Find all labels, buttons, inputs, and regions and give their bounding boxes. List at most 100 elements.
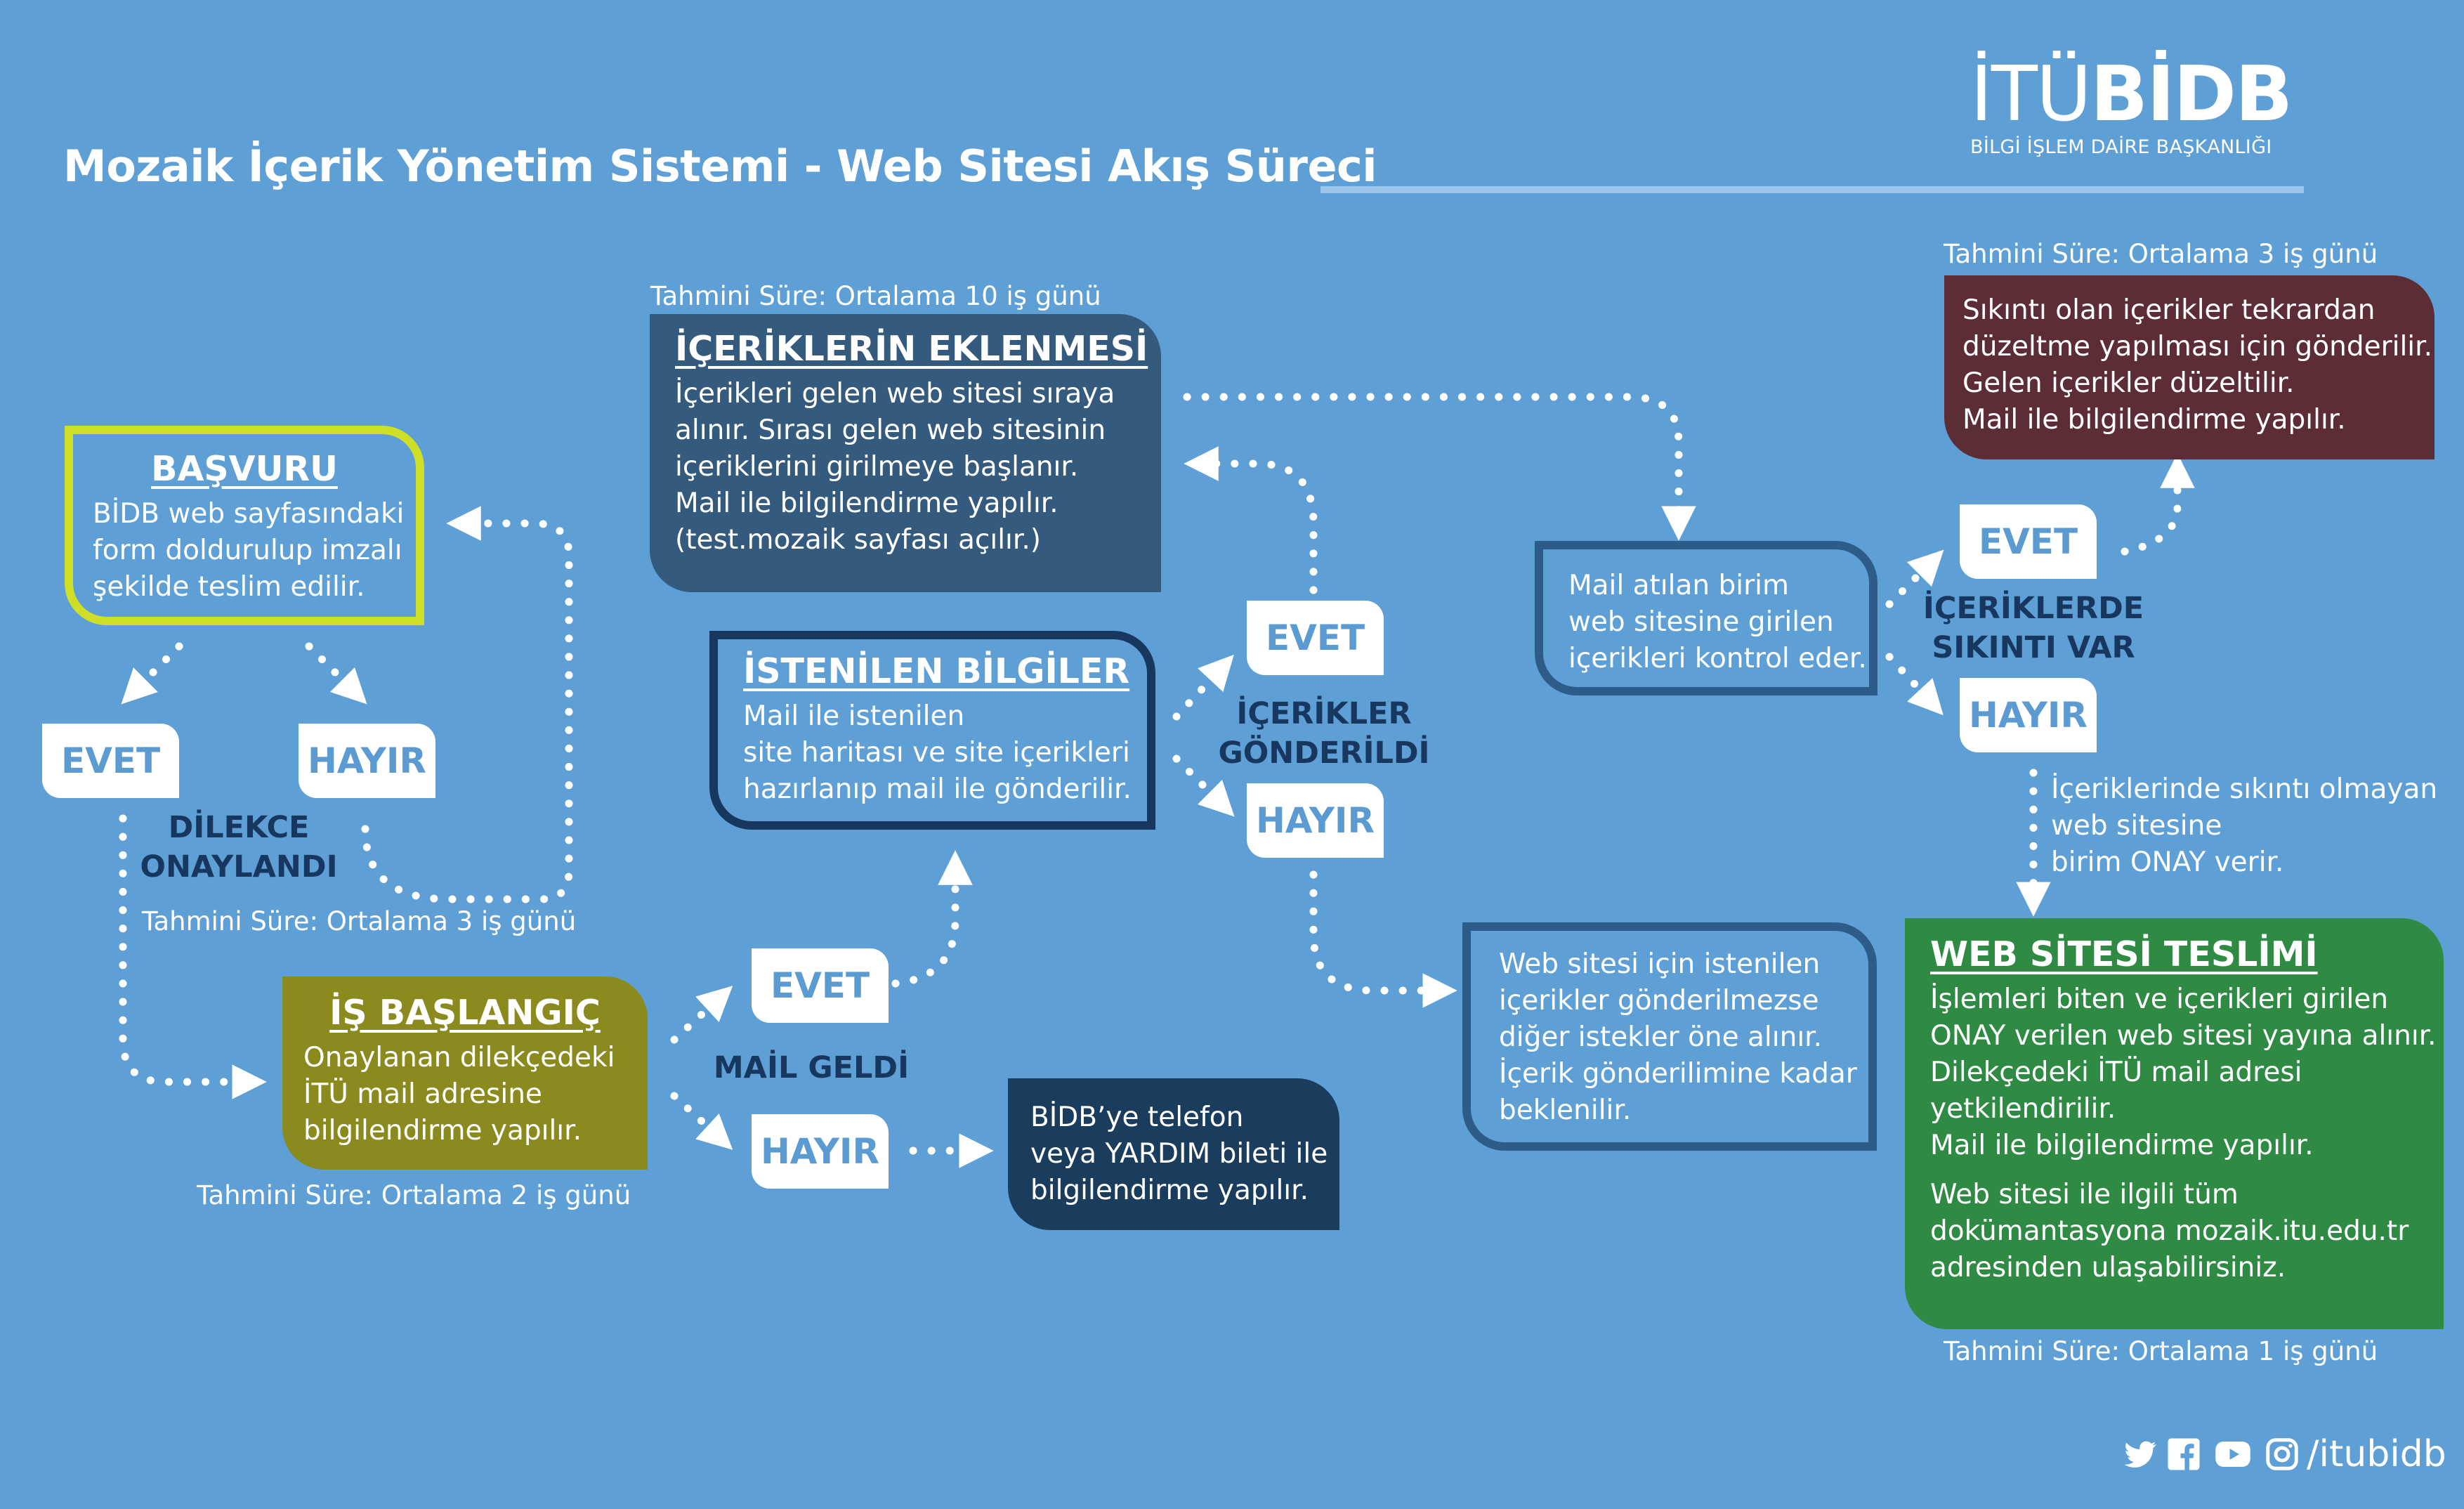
flow-gonderildi-hayir (1172, 754, 1235, 817)
flow-gonderildi-hayir-down (1309, 870, 1457, 1008)
logo-itu: İTÜ (1970, 51, 2092, 138)
bekleme-line: diğer istekler öne alınır. (1499, 1021, 1823, 1053)
estimate-teslim: Tahmini Süre: Ortalama 1 iş günü (1944, 1336, 2378, 1366)
sikinti-line: Gelen içerikler düzeltilir. (1962, 367, 2295, 399)
teslim-line: Mail ile bilgilendirme yapılır. (1930, 1130, 2314, 1161)
is-baslangic-box: İŞ BAŞLANGIÇ Onaylanan dilekçedeki İTÜ m… (282, 976, 648, 1170)
basvuru-line: form doldurulup imzalı (93, 535, 402, 566)
bekleme-line: içerikler gönderilmezse (1499, 985, 1819, 1017)
flow-basvuru-hayir (305, 642, 367, 705)
istenilen-title: İSTENİLEN BİLGİLER (743, 651, 1130, 691)
dilekce-evet-tag: EVET (42, 724, 179, 798)
kontrol-line: içerikleri kontrol eder. (1568, 643, 1867, 674)
eklenmesi-line: alınır. Sırası gelen web sitesinin (675, 414, 1106, 446)
onay-line: İçeriklerinde sıkıntı olmayan (2051, 773, 2438, 805)
sikinti-line: düzeltme yapılması için gönderilir. (1962, 331, 2432, 362)
istenilen-line: Mail ile istenilen (743, 700, 965, 732)
sikinti-box: Sıkıntı olan içerikler tekrardan düzeltm… (1944, 275, 2434, 459)
social-handle: /itubidb (2307, 1433, 2446, 1475)
teslim-line: Web sitesi ile ilgili tüm (1930, 1179, 2239, 1210)
eklenmesi-title: İÇERİKLERİN EKLENMESİ (675, 329, 1148, 369)
is-baslangic-line: bilgilendirme yapılır. (303, 1115, 582, 1147)
gonderildi-label: İÇERİKLER GÖNDERİLDİ (1208, 694, 1440, 773)
flow-basvuru-evet (121, 642, 183, 705)
kontrol-line: Mail atılan birim (1568, 570, 1789, 601)
flow-dilekce-evet-down (119, 814, 267, 1099)
bekleme-line: Web sitesi için istenilen (1499, 948, 1821, 980)
dilekce-label-line: DİLEKCE (168, 810, 310, 845)
bidb-line: veya YARDIM bileti ile (1030, 1138, 1328, 1170)
eklenmesi-line: (test.mozaik sayfası açılır.) (675, 524, 1041, 556)
dilekce-hayir-tag: HAYIR (299, 724, 435, 798)
itubidb-logo: İTÜBİDB BİLGİ İŞLEM DAİRE BAŞKANLIĞI (1970, 56, 2293, 159)
web-sitesi-teslimi-box: WEB SİTESİ TESLİMİ İşlemleri biten ve iç… (1905, 918, 2444, 1329)
teslim-line: ONAY verilen web sitesi yayına alınır. (1930, 1020, 2437, 1052)
gonderildi-label-line: GÖNDERİLDİ (1218, 736, 1430, 771)
estimate-sikinti: Tahmini Süre: Ortalama 3 iş günü (1944, 239, 2378, 269)
eklenmesi-box: İÇERİKLERİN EKLENMESİ İçerikleri gelen w… (650, 314, 1161, 592)
teslim-line: yetkilendirilir. (1930, 1093, 2116, 1125)
twitter-icon[interactable] (2121, 1435, 2159, 1473)
basvuru-line: şekilde teslim edilir. (93, 571, 365, 603)
page-title: Mozaik İçerik Yönetim Sistemi - Web Site… (63, 141, 1377, 192)
bidb-line: BİDB’ye telefon (1030, 1102, 1244, 1133)
teslim-line: İşlemleri biten ve içerikleri girilen (1930, 984, 2389, 1015)
sikinti-line: Mail ile bilgilendirme yapılır. (1962, 404, 2346, 436)
estimate-basvuru: Tahmini Süre: Ortalama 3 iş günü (142, 906, 577, 936)
is-baslangic-line: İTÜ mail adresine (303, 1078, 542, 1110)
youtube-icon[interactable] (2208, 1435, 2257, 1473)
is-baslangic-line: Onaylanan dilekçedeki (303, 1042, 615, 1073)
flow-mail-evet-up (891, 850, 973, 988)
flow-sikinti-hayir (1885, 653, 1944, 716)
bekleme-line: İçerik gönderilimine kadar (1499, 1058, 1857, 1090)
teslim-line: Dilekçedeki İTÜ mail adresi (1930, 1057, 2302, 1088)
flow-eklenmesi-kontrol (1183, 393, 1696, 541)
sikinti-evet-tag: EVET (1960, 504, 2097, 579)
teslim-line: adresinden ulaşabilirsiniz. (1930, 1252, 2286, 1283)
dilekce-onaylandi-label: DİLEKCE ONAYLANDI (123, 808, 355, 887)
title-rule (1321, 186, 2304, 193)
bekleme-box: Web sitesi için istenilen içerikler gönd… (1462, 922, 1877, 1151)
gonderildi-label-line: İÇERİKLER (1236, 696, 1412, 731)
dilekce-label-line: ONAYLANDI (140, 849, 338, 884)
estimate-eklenmesi: Tahmini Süre: Ortalama 10 iş günü (650, 281, 1101, 311)
eklenmesi-line: İçerikleri gelen web sitesi sıraya (675, 378, 1115, 410)
teslim-line: dokümantasyona mozaik.itu.edu.tr (1930, 1215, 2409, 1247)
sikinti-line: Sıkıntı olan içerikler tekrardan (1962, 294, 2375, 326)
sikinti-hayir-tag: HAYIR (1960, 678, 2097, 752)
flow-sikinti-evet-up (2121, 453, 2195, 556)
eklenmesi-line: Mail ile bilgilendirme yapılır. (675, 488, 1059, 519)
sikinti-label-line: SIKINTI VAR (1932, 630, 2135, 665)
mail-label-line: MAİL GELDİ (713, 1050, 910, 1085)
facebook-icon[interactable] (2165, 1435, 2203, 1473)
basvuru-box: BAŞVURU BİDB web sayfasındaki form doldu… (65, 426, 424, 625)
sikinti-label-line: İÇERİKLERDE (1922, 591, 2144, 626)
flow-dilekce-hayir-loop (361, 506, 573, 903)
teslim-title: WEB SİTESİ TESLİMİ (1930, 934, 2318, 974)
istenilen-line: site haritası ve site içerikleri (743, 737, 1130, 769)
logo-bidb: BİDB (2090, 51, 2293, 138)
mail-geldi-label: MAİL GELDİ (692, 1048, 931, 1087)
mail-hayir-tag: HAYIR (752, 1114, 889, 1189)
gonderildi-evet-tag: EVET (1247, 601, 1384, 675)
flow-gonderildi-evet (1172, 654, 1234, 721)
bidb-line: bilgilendirme yapılır. (1030, 1175, 1309, 1206)
istenilen-line: hazırlanıp mail ile gönderilir. (743, 773, 1132, 805)
eklenmesi-line: içeriklerini girilmeye başlanır. (675, 451, 1079, 483)
onay-line: birim ONAY verir. (2051, 847, 2284, 878)
onay-line: web sitesine (2051, 810, 2222, 842)
onay-note: İçeriklerinde sıkıntı olmayan web sitesi… (2051, 771, 2437, 881)
flow-gonderildi-evet-up (1184, 446, 1318, 594)
basvuru-title: BAŞVURU (151, 449, 338, 489)
logo-subtitle: BİLGİ İŞLEM DAİRE BAŞKANLIĞI (1970, 136, 2272, 158)
istenilen-bilgiler-box: İSTENİLEN BİLGİLER Mail ile istenilen si… (709, 631, 1155, 830)
instagram-icon[interactable] (2263, 1435, 2301, 1473)
gonderildi-hayir-tag: HAYIR (1247, 783, 1384, 858)
flow-mail-evet (670, 986, 733, 1044)
kontrol-line: web sitesine girilen (1568, 606, 1834, 638)
bekleme-line: beklenilir. (1499, 1095, 1632, 1126)
bidb-iletisim-box: BİDB’ye telefon veya YARDIM bileti ile b… (1008, 1078, 1339, 1230)
estimate-is-baslangic: Tahmini Süre: Ortalama 2 iş günü (197, 1180, 631, 1210)
sikinti-var-label: İÇERİKLERDE SIKINTI VAR (1921, 589, 2146, 667)
